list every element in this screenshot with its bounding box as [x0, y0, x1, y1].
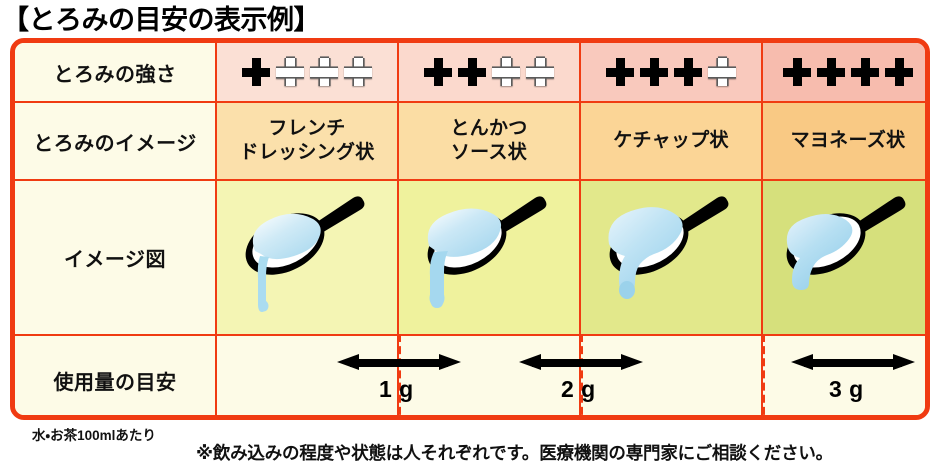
guide-grid: とろみの強さ とろみのイメージ フレンチドレッシング状 とんかつソース状 ケチャ… [15, 43, 925, 415]
amount-cell-2: 1 g [337, 334, 581, 415]
footnote-basis: 水・お茶100mlあたり [32, 428, 156, 443]
strength-cell-4 [761, 43, 925, 103]
amount-cell-4: 3 g [761, 334, 925, 415]
dashed-divider [397, 334, 401, 415]
plus-hollow-icon [310, 58, 338, 86]
amount-cell-3: 2 g [519, 334, 763, 415]
strength-cell-3 [579, 43, 763, 103]
plus-hollow-icon [344, 58, 372, 86]
row-label-figure: イメージ図 [15, 179, 217, 336]
arrow-head-right [621, 354, 643, 370]
spoon-figure-cell-1 [215, 179, 399, 336]
image-name-line: ドレッシング状 [239, 142, 375, 163]
image-name-cell-2: とんかつソース状 [397, 101, 581, 181]
plus-filled-icon [851, 58, 879, 86]
image-name-cell-3: ケチャップ状 [579, 101, 763, 181]
row-label-strength: とろみの強さ [15, 43, 217, 103]
plus-filled-icon [674, 58, 702, 86]
plus-group-4 [763, 43, 925, 101]
dashed-divider [579, 334, 583, 415]
amount-label: 3 g [829, 376, 864, 402]
amount-label: 2 g [561, 376, 596, 402]
amount-label: 1 g [379, 376, 414, 402]
image-name-line: フレンチ [268, 118, 346, 140]
spoon-illustration-short-blob-icon [608, 196, 729, 299]
image-name-line: とんかつ [450, 118, 528, 140]
row-image-name: とろみのイメージ フレンチドレッシング状 とんかつソース状 ケチャップ状 マヨネ… [15, 101, 925, 181]
image-name-cell-1: フレンチドレッシング状 [215, 101, 399, 181]
image-name-line: ケチャップ状 [613, 130, 729, 152]
spoon-figure-cell-4 [761, 179, 925, 336]
spoon-illustration-thick-long-icon [427, 196, 547, 308]
image-name-cell-4: マヨネーズ状 [761, 101, 925, 181]
row-figure: イメージ図 [15, 179, 925, 336]
plus-filled-icon [885, 58, 913, 86]
plus-filled-icon [817, 58, 845, 86]
double-arrow-icon [791, 354, 915, 371]
spoon-illustration-thin-long-icon [245, 196, 365, 312]
arrow-head-right [893, 354, 915, 370]
plus-hollow-icon [492, 58, 520, 86]
row-amount: 使用量の目安 1 g 2 g 3 g [15, 334, 925, 415]
plus-filled-icon [424, 58, 452, 86]
image-name-line: マヨネーズ状 [790, 130, 906, 152]
plus-filled-icon [640, 58, 668, 86]
amount-cell-1 [215, 334, 399, 415]
plus-filled-icon [242, 58, 270, 86]
row-strength: とろみの強さ [15, 43, 925, 103]
strength-cell-2 [397, 43, 581, 103]
plus-group-1 [217, 43, 397, 101]
row-label-amount: 使用量の目安 [15, 334, 217, 415]
arrow-head-left [791, 354, 813, 370]
footnote-advisory: ※飲み込みの程度や状態は人それぞれです。医療機関の専門家にご相談ください。 [196, 443, 833, 463]
spoon-figure-cell-3 [579, 179, 763, 336]
arrow-head-right [439, 354, 461, 370]
image-name-line: ソース状 [450, 142, 528, 163]
spoon-figure-cell-2 [397, 179, 581, 336]
tororomi-guide-table: とろみの強さ とろみのイメージ フレンチドレッシング状 とんかつソース状 ケチャ… [10, 38, 930, 420]
plus-group-2 [399, 43, 579, 101]
strength-cell-1 [215, 43, 399, 103]
plus-filled-icon [458, 58, 486, 86]
plus-hollow-icon [708, 58, 736, 86]
plus-hollow-icon [276, 58, 304, 86]
plus-hollow-icon [526, 58, 554, 86]
arrow-bar [804, 358, 902, 367]
dashed-divider [761, 334, 765, 415]
plus-filled-icon [606, 58, 634, 86]
page-title: 【とろみの目安の表示例】 [2, 5, 321, 35]
plus-filled-icon [783, 58, 811, 86]
plus-group-3 [581, 43, 761, 101]
row-label-image-name: とろみのイメージ [15, 101, 217, 181]
spoon-illustration-no-drip-icon [786, 196, 906, 290]
